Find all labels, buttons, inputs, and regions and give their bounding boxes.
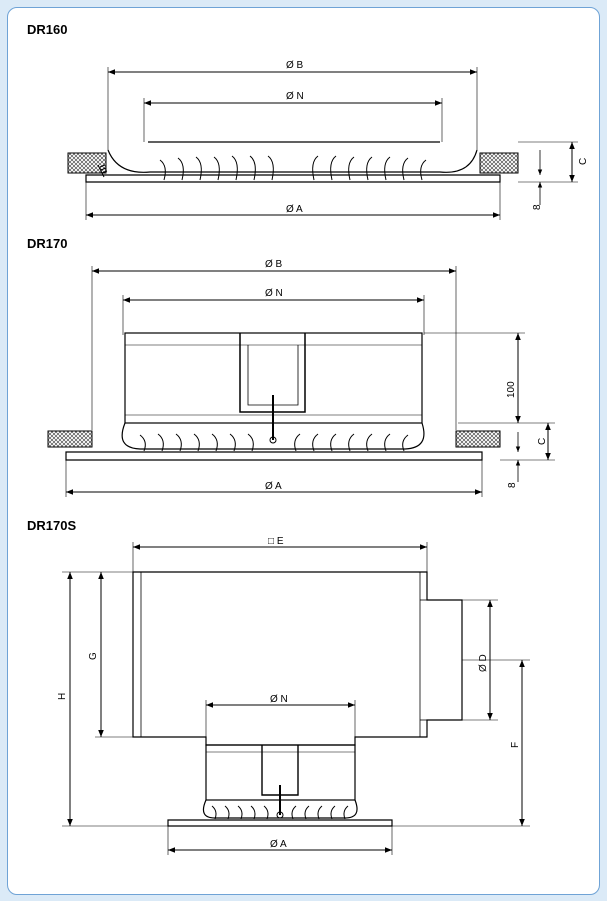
dr170s-label-g: G bbox=[88, 652, 99, 660]
dr170-label-c: C bbox=[537, 438, 548, 445]
dr160-title: DR160 bbox=[27, 22, 68, 37]
dr170s-label-a: Ø A bbox=[270, 839, 287, 850]
dr170s-label-d: Ø D bbox=[478, 654, 489, 672]
dr170-label-b: Ø B bbox=[265, 259, 283, 270]
dr170-title: DR170 bbox=[27, 236, 68, 251]
dr160-label-b: Ø B bbox=[286, 60, 304, 71]
dr170-wall-right bbox=[455, 430, 501, 448]
dr160-blades bbox=[159, 155, 427, 181]
dr160-label-8: 8 bbox=[532, 204, 543, 210]
dr160-diagram bbox=[67, 67, 578, 220]
dr170-diagram bbox=[47, 266, 555, 497]
dr170-blades bbox=[139, 433, 409, 452]
dr160-label-n: Ø N bbox=[286, 91, 304, 102]
dr160-wall-left bbox=[67, 152, 107, 174]
dr170s-label-e: □ E bbox=[268, 536, 284, 547]
dr170-label-a: Ø A bbox=[265, 481, 282, 492]
dr170s-plenum-box bbox=[132, 571, 463, 746]
dr170s-label-n: Ø N bbox=[270, 694, 288, 705]
dr160-label-a: Ø A bbox=[286, 204, 303, 215]
dr170-wall-left bbox=[47, 430, 93, 448]
dr170s-blades bbox=[211, 805, 349, 820]
dr170-label-100: 100 bbox=[506, 381, 517, 398]
dr170s-diagram bbox=[62, 542, 530, 855]
dr160-label-c: C bbox=[578, 158, 589, 165]
dr170-label-n: Ø N bbox=[265, 288, 283, 299]
dr170s-label-h: H bbox=[57, 693, 68, 700]
dr170-label-8: 8 bbox=[507, 482, 518, 488]
dr170s-label-f: F bbox=[510, 742, 521, 748]
dr160-wall-right bbox=[479, 152, 519, 174]
dr170s-title: DR170S bbox=[27, 518, 77, 533]
